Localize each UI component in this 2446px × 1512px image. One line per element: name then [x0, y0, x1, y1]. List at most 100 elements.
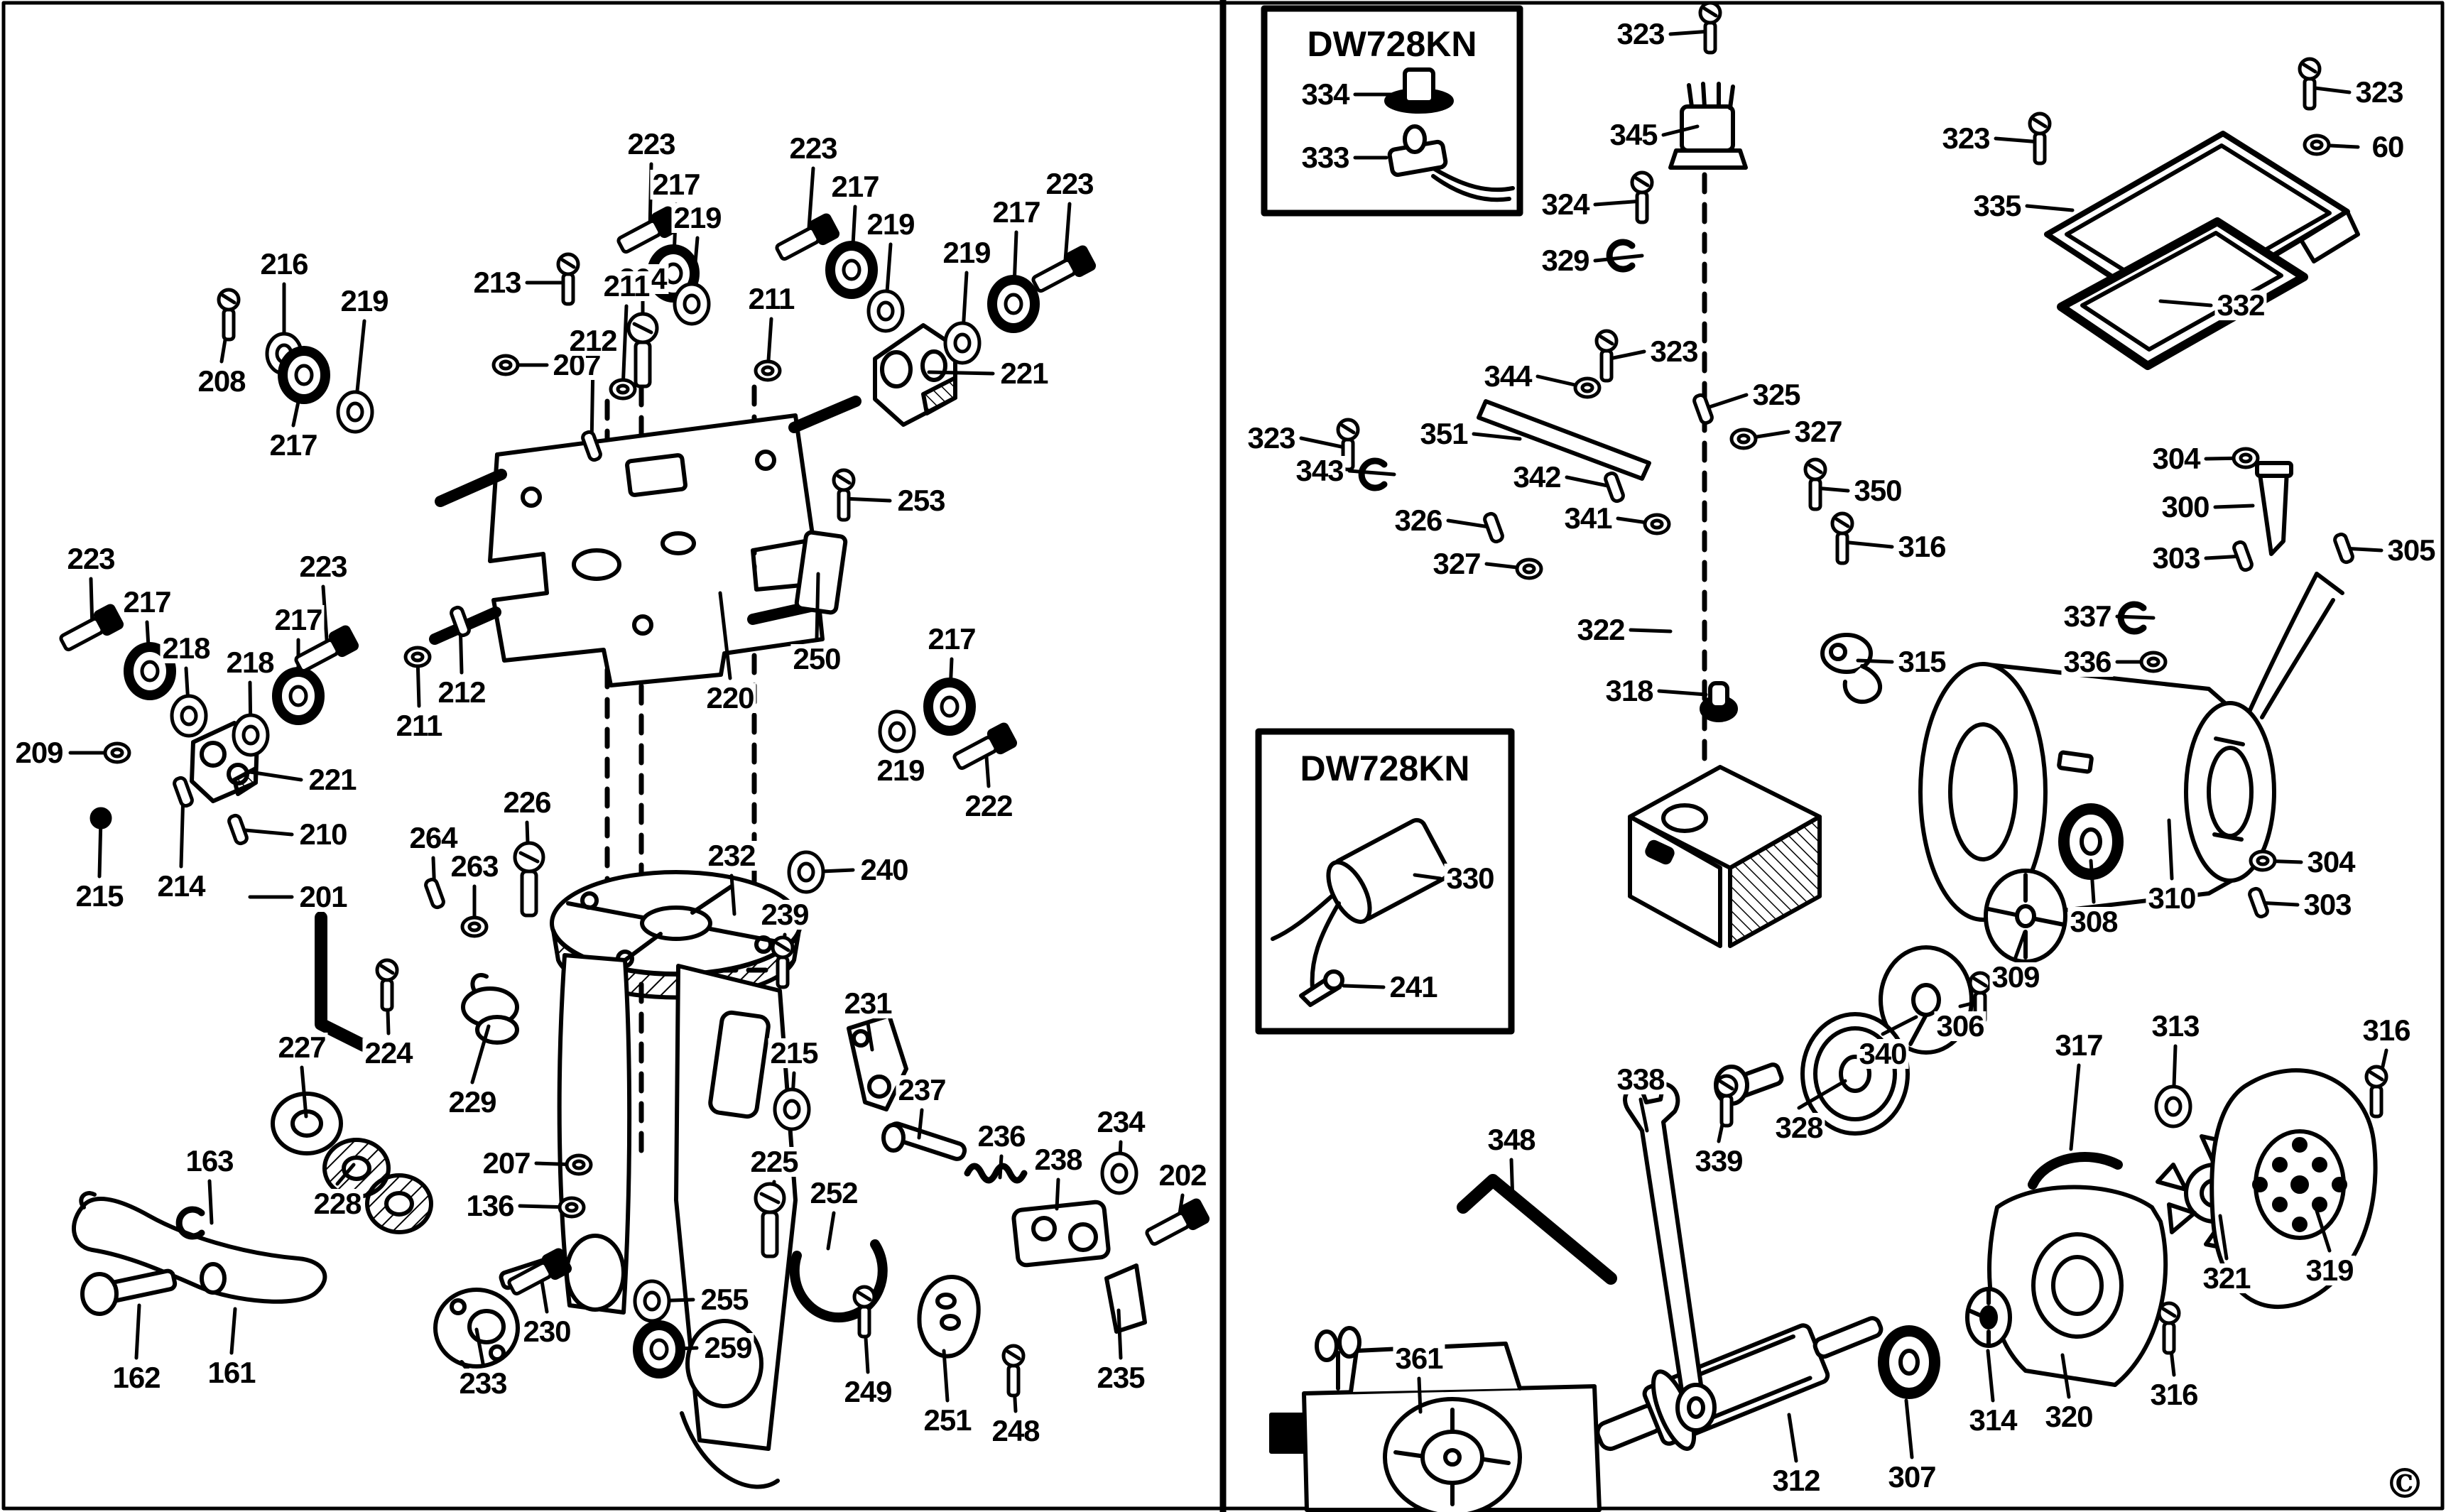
part-label-333: 333 [1299, 143, 1352, 173]
leader-line-324 [1593, 199, 1644, 207]
screw-part-glyph-316 [1832, 513, 1852, 563]
part-label-208: 208 [195, 366, 248, 396]
part-label-337: 337 [2061, 602, 2114, 631]
screw-part-glyph-324 [1632, 173, 1652, 222]
nut-part-glyph-136 [560, 1198, 584, 1217]
part-label-338: 338 [1614, 1065, 1667, 1094]
pin-part-glyph-212 [582, 430, 602, 461]
boltv-part-glyph-225 [756, 1184, 784, 1256]
leader-line-229 [470, 1024, 491, 1084]
part-label-314: 314 [1967, 1405, 2019, 1435]
leader-line-162 [134, 1303, 141, 1360]
leader-line-163 [207, 1179, 214, 1225]
motor-unit-361-drawing [1269, 1326, 1602, 1512]
part-label-234: 234 [1094, 1107, 1147, 1137]
part-label-201: 201 [297, 882, 349, 912]
leader-line-361 [1417, 1376, 1423, 1414]
part-label-221: 221 [306, 765, 359, 795]
part-label-255: 255 [698, 1285, 751, 1315]
pin-part-glyph-212 [450, 606, 471, 636]
part-label-324: 324 [1539, 190, 1592, 219]
capacitor-330-drawing [1271, 817, 1450, 991]
part-label-327: 327 [1792, 417, 1844, 447]
screw-part-glyph-248 [1004, 1346, 1023, 1396]
key-300-drawing [2255, 461, 2293, 556]
part-label-249: 249 [842, 1377, 894, 1407]
ball-part-glyph-215 [92, 809, 110, 827]
part-label-300: 300 [2159, 492, 2212, 522]
leader-line-335 [2025, 204, 2075, 212]
pin-241-drawing [1299, 969, 1344, 1007]
part-label-344: 344 [1482, 361, 1534, 391]
washer-part-glyph-234 [1102, 1153, 1136, 1193]
part-label-259: 259 [702, 1333, 754, 1363]
part-label-304: 304 [2150, 444, 2202, 474]
leader-line-314 [1986, 1349, 1995, 1403]
part-label-161: 161 [205, 1358, 258, 1388]
part-label-315: 315 [1896, 647, 1948, 677]
part-label-212: 212 [567, 326, 619, 356]
washer-part-glyph-255 [635, 1281, 669, 1321]
part-label-221: 221 [998, 359, 1050, 388]
part-label-219: 219 [940, 238, 993, 268]
washer-part-glyph-218 [172, 696, 206, 736]
leader-line-238 [1055, 1177, 1060, 1211]
part-label-342: 342 [1511, 462, 1563, 492]
washer-part-glyph-219 [869, 291, 903, 331]
part-label-248: 248 [989, 1416, 1042, 1446]
copyright-mark: © [2384, 1459, 2425, 1508]
part-label-322: 322 [1575, 615, 1627, 645]
pin-part-glyph-214 [173, 776, 194, 807]
part-label-240: 240 [858, 855, 911, 885]
washer-part-glyph-218 [234, 715, 268, 755]
part-label-236: 236 [975, 1121, 1028, 1151]
screw-part-glyph-316 [2366, 1067, 2386, 1116]
nut-part-glyph-341 [1645, 515, 1669, 533]
spider-washer-314-drawing [1965, 1287, 2012, 1348]
spring-236-drawing [964, 1163, 1028, 1184]
part-label-136: 136 [464, 1191, 516, 1221]
screw-part-glyph-323 [1597, 331, 1616, 381]
leader-line-321 [2218, 1214, 2229, 1261]
bolt-part-glyph-230 [506, 1249, 571, 1298]
part-label-323: 323 [1648, 337, 1700, 366]
nut-part-glyph-344 [1575, 379, 1599, 397]
leader-line-300 [2213, 504, 2255, 509]
part-label-307: 307 [1886, 1462, 1938, 1492]
gasket-332-drawing [2057, 217, 2308, 370]
part-label-220: 220 [704, 683, 756, 713]
ring-part-glyph-259 [638, 1325, 680, 1374]
field-case-320-drawing [1987, 1185, 2168, 1387]
wedge-235-drawing [1104, 1263, 1147, 1334]
part-label-230: 230 [521, 1317, 573, 1347]
leader-line-223 [321, 584, 330, 652]
pin-part-glyph-264 [425, 878, 445, 908]
nut-part-glyph-263 [462, 918, 487, 936]
nut-part-glyph-211 [406, 648, 430, 666]
leader-line-310 [2167, 818, 2174, 881]
part-label-238: 238 [1032, 1145, 1085, 1175]
ring-part-glyph-217 [277, 672, 320, 720]
part-label-225: 225 [748, 1147, 800, 1177]
screw-part-glyph-208 [219, 290, 239, 339]
leader-line-227 [300, 1065, 308, 1119]
leader-line-236 [998, 1154, 1004, 1180]
leader-line-332 [2158, 299, 2213, 308]
part-label-211: 211 [393, 711, 445, 741]
part-label-211: 211 [601, 271, 652, 301]
part-label-328: 328 [1773, 1113, 1825, 1143]
switch-333-drawing [1387, 124, 1515, 202]
washer-part-glyph-219 [880, 712, 914, 751]
part-label-217: 217 [272, 605, 325, 635]
part-label-223: 223 [1043, 169, 1096, 199]
leader-line-232 [729, 874, 736, 916]
part-label-222: 222 [962, 791, 1015, 821]
leader-line-221 [927, 370, 995, 376]
nut-part-glyph-336 [2141, 653, 2165, 671]
leader-line-322 [1629, 628, 1673, 633]
part-label-233: 233 [457, 1369, 509, 1398]
bolt-part-glyph-223 [1030, 246, 1095, 295]
part-label-306: 306 [1934, 1011, 1986, 1041]
part-label-209: 209 [13, 738, 65, 768]
